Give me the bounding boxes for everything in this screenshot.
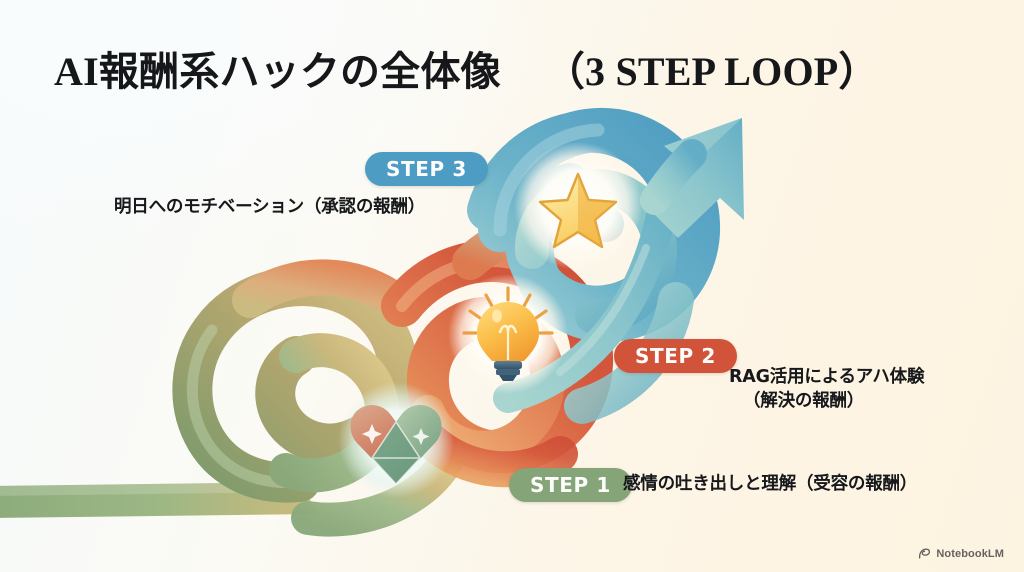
step-2-label-line1: RAG活用によるアハ体験 bbox=[729, 367, 925, 388]
step-3-badge[interactable]: STEP 3 bbox=[365, 152, 488, 186]
ribbon-loop-green bbox=[172, 259, 463, 537]
lightbulb-glow bbox=[448, 274, 568, 394]
heart-gem-icon bbox=[350, 405, 442, 485]
notebooklm-watermark: NotebookLM bbox=[918, 547, 1004, 560]
ribbon-tail bbox=[0, 482, 318, 518]
watermark-label: NotebookLM bbox=[936, 547, 1004, 560]
star-glow bbox=[514, 142, 642, 270]
step-1-badge[interactable]: STEP 1 bbox=[509, 468, 632, 502]
notebooklm-logo-icon bbox=[919, 548, 931, 559]
step-2-badge[interactable]: STEP 2 bbox=[614, 339, 737, 373]
slide-title: AI報酬系ハックの全体像 （3 STEP LOOP） bbox=[54, 40, 974, 96]
step-2-label: RAG活用によるアハ体験 （解決の報酬） bbox=[729, 341, 924, 438]
title-main-text: AI報酬系ハックの全体像 bbox=[54, 49, 501, 94]
lightbulb-icon bbox=[462, 286, 554, 381]
title-sub-text: （3 STEP LOOP） bbox=[544, 49, 879, 94]
ribbon-loop-orange bbox=[381, 202, 624, 488]
heart-gem-glow bbox=[338, 382, 454, 498]
star-icon bbox=[538, 172, 618, 249]
step-3-label: 明日へのモチベーション（承認の報酬） bbox=[114, 197, 426, 217]
step-1-label: 感情の吐き出しと理解（受容の報酬） bbox=[623, 474, 918, 494]
step-2-label-line2: （解決の報酬） bbox=[743, 391, 865, 412]
